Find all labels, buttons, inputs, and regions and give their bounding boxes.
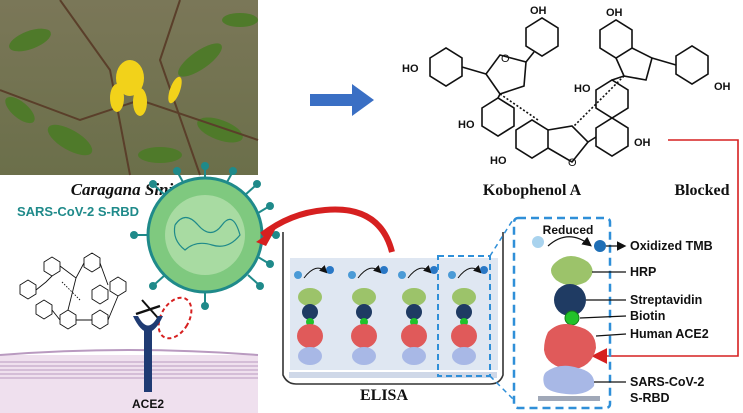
oh-label: HO [458,119,475,131]
oxidized-tmb-label: Oxidized TMB [630,239,713,253]
well-selection-box [437,255,491,377]
ace2-label: ACE2 [132,397,164,411]
hrp-label: HRP [630,265,656,279]
detail-stack [532,236,606,401]
ace2-receptor [133,316,163,392]
virus-label: SARS-CoV-2 S-RBD [17,204,139,219]
red-curved-arrow [260,206,395,253]
detail-leaders [579,241,627,383]
reduced-label: Reduced [543,223,594,237]
detail-labels: Oxidized TMB HRP Streptavidin Biotin Hum… [630,239,713,405]
red-arrow-head-icon [256,228,276,246]
blue-arrow-icon [310,84,374,116]
oh-label: OH [530,5,547,17]
zoom-line [489,217,515,257]
oh-label: OH [606,7,623,19]
ring-o-label: O [501,53,510,65]
zoom-line [489,375,515,401]
streptavidin-label: Streptavidin [630,293,702,307]
ring-o-label: O [568,157,577,169]
plant-photo [0,0,259,176]
compound-name: Kobophenol A [483,182,582,199]
human-ace2-label: Human ACE2 [630,327,709,341]
virus [130,162,280,310]
inhibition-bar [135,304,161,316]
membrane [0,349,259,413]
kobophenol-structure [429,17,709,164]
blocked-connector [591,139,739,364]
elisa-wells [294,264,488,365]
plant-name: Caragana Sinica [71,180,190,199]
oh-label: HO [490,155,507,167]
elisa-label: ELISA [360,387,408,404]
binding-site-marker [157,296,193,340]
structure-labels: OH HO OH HO OH HO OH HO OH OH O O [402,5,731,169]
mini-structure [19,252,127,330]
detail-panel [512,216,612,410]
oh-label: HO [402,63,419,75]
oh-label: OH [714,81,731,93]
oh-label: OH [634,137,651,149]
sars-cov-2-label: SARS-CoV-2 [630,375,704,389]
biotin-label: Biotin [630,309,665,323]
blocked-label: Blocked [674,182,729,199]
oh-label: HO [574,83,591,95]
s-rbd-label: S-RBD [630,391,670,405]
